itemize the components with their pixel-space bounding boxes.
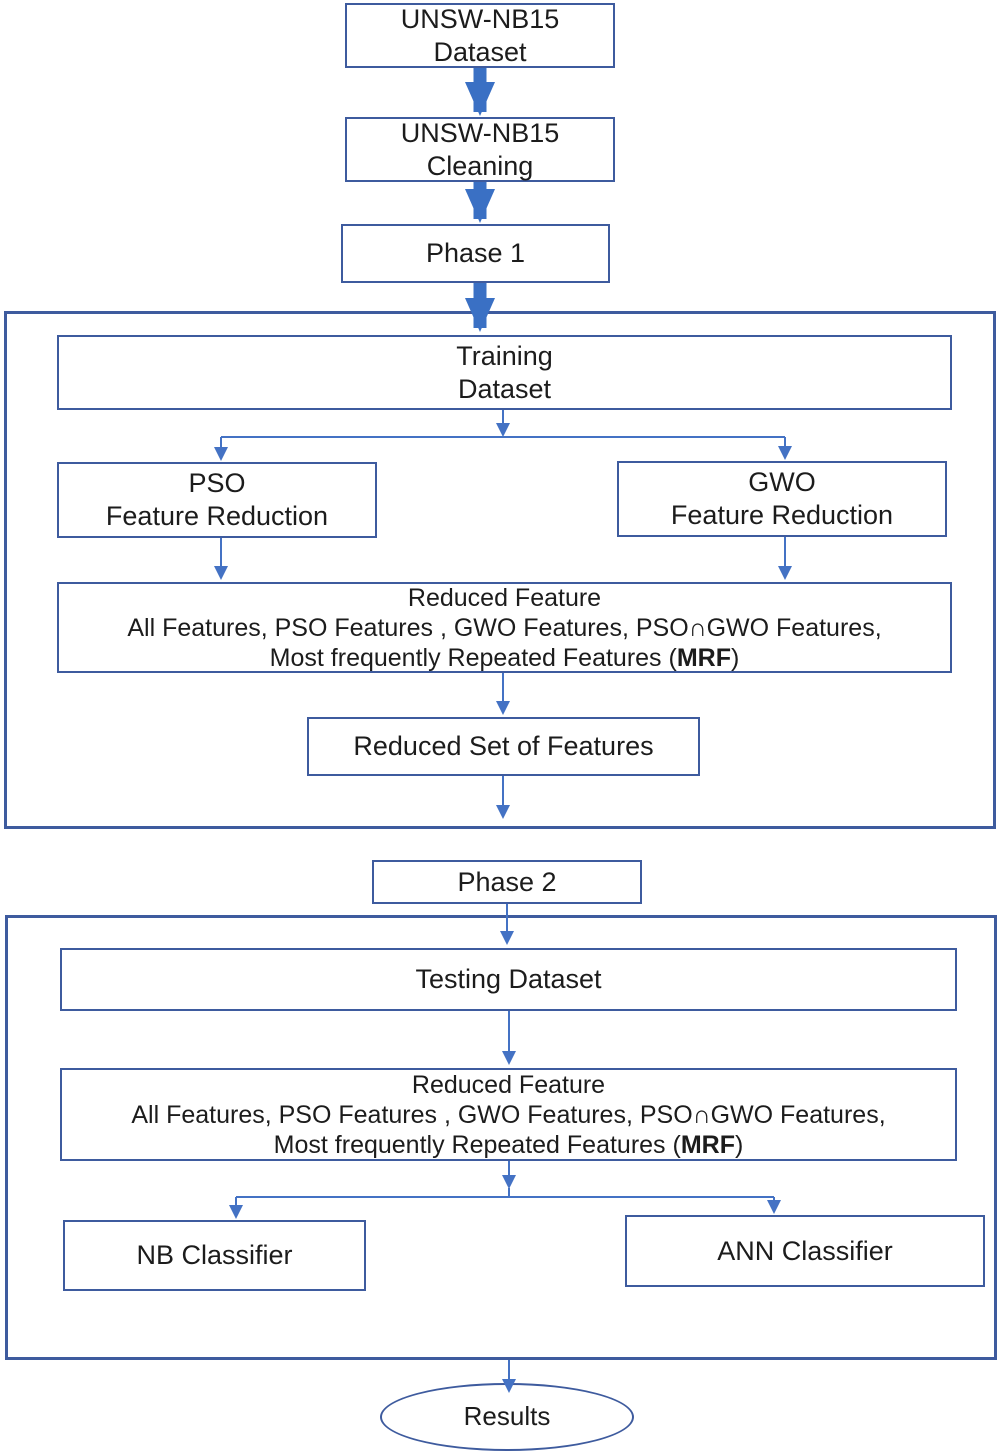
node-gwo-feature-reduction: GWO Feature Reduction xyxy=(617,461,947,537)
mrf-bold: MRF xyxy=(680,1130,735,1159)
mrf-line-suffix: ) xyxy=(730,643,740,672)
mrf-line-prefix: Most frequently Repeated Features ( xyxy=(269,643,677,672)
node-phase2: Phase 2 xyxy=(372,860,642,904)
node-pso-feature-reduction: PSO Feature Reduction xyxy=(57,462,377,538)
node-reduced-set-of-features: Reduced Set of Features xyxy=(307,717,700,776)
reduced-feature-mrf-line: Most frequently Repeated Features (MRF) xyxy=(270,643,740,673)
node-ann-classifier: ANN Classifier xyxy=(625,1215,985,1287)
node-training-dataset: Training Dataset xyxy=(57,335,952,410)
node-phase1: Phase 1 xyxy=(341,224,610,283)
node-reduced-feature-training: Reduced Feature All Features, PSO Featur… xyxy=(57,582,952,673)
node-reduced-feature-testing: Reduced Feature All Features, PSO Featur… xyxy=(60,1068,957,1161)
node-nb-classifier: NB Classifier xyxy=(63,1220,366,1291)
reduced-feature-list: All Features, PSO Features , GWO Feature… xyxy=(131,1100,886,1129)
mrf-bold: MRF xyxy=(676,643,731,672)
reduced-feature-list: All Features, PSO Features , GWO Feature… xyxy=(127,613,882,642)
mrf-line-suffix: ) xyxy=(734,1130,744,1159)
node-unsw-dataset: UNSW-NB15 Dataset xyxy=(345,3,615,68)
phase2-container xyxy=(5,915,997,1360)
node-results: Results xyxy=(380,1383,634,1451)
reduced-feature-mrf-line: Most frequently Repeated Features (MRF) xyxy=(274,1130,744,1160)
reduced-feature-title: Reduced Feature xyxy=(407,583,602,612)
mrf-line-prefix: Most frequently Repeated Features ( xyxy=(273,1130,681,1159)
node-testing-dataset: Testing Dataset xyxy=(60,948,957,1011)
node-unsw-cleaning: UNSW-NB15 Cleaning xyxy=(345,117,615,182)
phase1-container xyxy=(4,311,996,829)
reduced-feature-title: Reduced Feature xyxy=(411,1070,606,1099)
